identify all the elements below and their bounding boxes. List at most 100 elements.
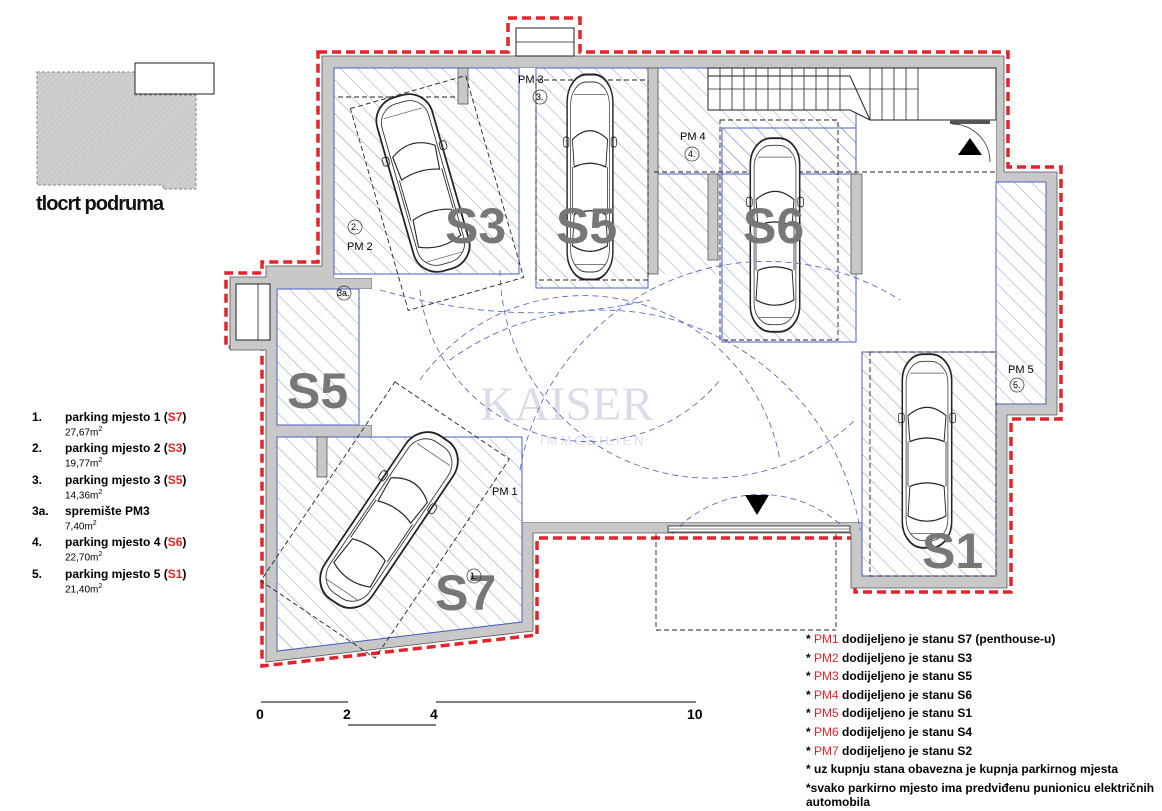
note-star: * [806,724,815,739]
circle-label-4: 4. [688,149,696,159]
legend-row: 1.parking mjesto 1 (S7) [32,410,186,424]
legend-area-value: 19,77m [65,458,99,470]
legend-close-paren: ) [182,535,187,550]
ventilation-shafts [235,27,575,341]
legend-area-unit-exponent: 2 [98,457,103,465]
note-parking-code: PM3 [814,669,839,684]
legend-area-unit-exponent: 2 [98,488,103,496]
legend-number: 3. [32,472,43,487]
zone-pm5 [995,181,1047,405]
note-charger: *svako parkirno mjesto ima predviđenu pu… [806,780,1155,809]
pm-label-3: PM 3 [518,74,544,86]
legend-area-unit-exponent: 2 [92,519,97,527]
scale-label-10: 10 [687,706,703,722]
room-label-s3: S3 [445,198,506,254]
legend-row: 3a. spremište PM3 [32,504,186,518]
circle-label-3: 3. [536,92,544,102]
svg-text:IMMOBILIEN: IMMOBILIEN [540,433,647,448]
legend-row: 4. parking mjesto 4 (S6) [32,535,186,549]
legend-label: parking mjesto 5 (S1) [65,567,186,581]
svg-text:KAISER: KAISER [480,378,653,431]
note-parking-code: PM2 [814,650,839,665]
stair-arrow [958,138,982,155]
legend-area-value: 21,40m [65,583,99,595]
turning-arcs [379,261,901,535]
legend-label: parking mjesto 2 (S3) [65,441,186,455]
room-label-s5-left: S5 [287,363,348,419]
entrance-gate [667,525,851,533]
note-line: * PM5 dodijeljeno je stanu S1 [806,704,1156,723]
note-line: * PM2 dodijeljeno je stanu S3 [806,649,1156,668]
legend-label: parking mjesto 3 (S5) [65,473,186,487]
legend-area-value: 22,70m [65,552,99,564]
scale-label-4: 4 [430,706,438,722]
legend-area: 21,40m2 [65,581,186,596]
note-text: dodijeljeno je stanu S7 (penthouse-u) [838,632,1056,646]
scale-label-0: 0 [256,706,264,722]
scale-bar [261,701,696,726]
note-parking-code: PM1 [814,632,839,646]
circle-label-2: 2. [351,222,359,232]
legend-area: 7,40m2 [65,518,186,533]
legend-area: 14,36m2 [65,487,186,502]
staircase [707,67,997,163]
legend-label: parking mjesto 4 (S6) [65,535,186,549]
wall-stubs [316,67,863,478]
location-thumbnail [36,62,215,190]
circle-markers [336,89,1025,584]
entry-arrow [745,495,769,515]
legend-area-value: 27,67m [65,427,99,439]
legend-apartment-code: S7 [167,410,183,424]
legend-label-text: parking mjesto 1 ( [65,410,168,424]
pm-label-2: PM 2 [347,241,373,253]
circle-label-3a: 3a. [337,288,350,298]
legend-apartment-code: S6 [167,535,183,550]
note-line: * PM3 dodijeljeno je stanu S5 [806,667,1156,686]
zone-s5-left [276,288,360,426]
legend-label-text: spremište PM3 [65,503,150,518]
legend-row: 2. parking mjesto 2 (S3) [32,441,186,455]
note-parking-code: PM5 [814,706,839,721]
pm-label-5: PM 5 [1008,364,1034,376]
scale-label-2: 2 [343,706,351,722]
legend-label: spremište PM3 [65,504,150,518]
legend-number: 4. [32,535,43,550]
legend-area: 27,67m2 [65,424,186,439]
note-parking-code: PM6 [814,724,839,739]
legend-label-text: parking mjesto 2 ( [65,441,168,456]
legend-label-text: parking mjesto 5 ( [65,566,168,581]
pm-label-1: PM 1 [492,486,518,498]
car-s1 [897,353,957,549]
legend-number: 3a. [32,503,49,518]
note-text: dodijeljeno je stanu S5 [838,669,973,684]
legend-area-unit-exponent: 2 [98,582,103,590]
note-text: dodijeljeno je stanu S6 [838,687,973,702]
note-star: * [806,632,815,646]
legend-apartment-code: S1 [167,566,183,581]
legend-number: 5. [32,566,43,581]
note-line: * PM6 dodijeljeno je stanu S4 [806,723,1156,742]
note-line: * PM4 dodijeljeno je stanu S6 [806,686,1156,705]
legend-row: 5. parking mjesto 5 (S1) [32,567,186,581]
circle-label-5: 5. [1013,380,1021,390]
note-line: * PM1 dodijeljeno je stanu S7 (penthouse… [806,630,1156,649]
note-line: * PM7 dodijeljeno je stanu S2 [806,742,1156,761]
note-parking-code: PM4 [814,687,839,702]
legend-close-paren: ) [182,566,187,581]
note-text: dodijeljeno je stanu S2 [838,743,973,758]
watermark: KAISER IMMOBILIEN [480,378,653,448]
legend-label-text: parking mjesto 3 ( [65,472,168,487]
plan-title: tlocrt podruma [36,193,164,215]
legend-number: 2. [32,441,43,456]
note-text: dodijeljeno je stanu S4 [838,724,973,739]
room-label-s7: S7 [435,565,496,621]
room-label-s1: S1 [922,523,983,579]
note-purchase: * uz kupnju stana obavezna je kupnja par… [806,762,1119,777]
legend-row: 3. parking mjesto 3 (S5) [32,473,186,487]
room-label-s5-top: S5 [556,198,617,254]
legend-apartment-code: S5 [167,472,183,487]
legend-close-paren: ) [182,441,187,456]
